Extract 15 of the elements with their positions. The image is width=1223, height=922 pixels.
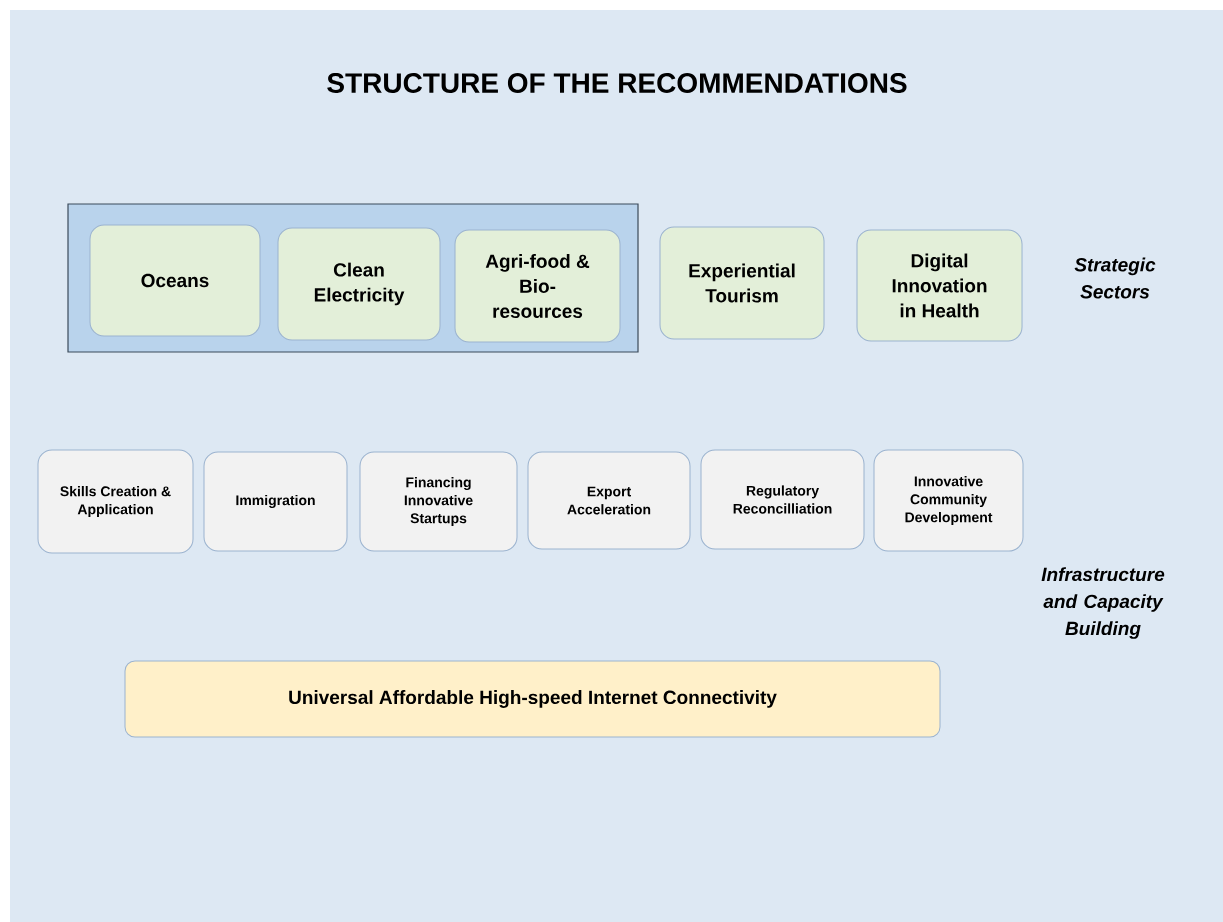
sector-box: Oceans: [89, 224, 261, 337]
capacity-box: Skills Creation & Application: [37, 449, 194, 554]
capacity-box: Regulatory Reconcilliation: [700, 449, 865, 550]
side-label: Infrastructure and Capacity Building: [1041, 567, 1165, 639]
sector-box: Digital Innovation in Health: [856, 229, 1023, 342]
capacity-box: Financing Innovative Startups: [359, 451, 518, 552]
title: STRUCTURE OF THE RECOMMENDATIONS: [327, 73, 907, 93]
capacity-box: Immigration: [203, 451, 348, 552]
capacity-box: Innovative Community Development: [873, 449, 1024, 552]
side-label: Strategic Sectors: [1074, 257, 1156, 299]
foundation-bar: Universal Affordable High-speed Internet Connectivity: [124, 660, 941, 738]
sector-box: Agri-food & Bio-resources: [454, 229, 621, 343]
capacity-box: Export Acceleration: [527, 451, 691, 550]
sector-box: Clean Electricity: [277, 227, 441, 341]
sector-box: Experiential Tourism: [659, 226, 825, 340]
